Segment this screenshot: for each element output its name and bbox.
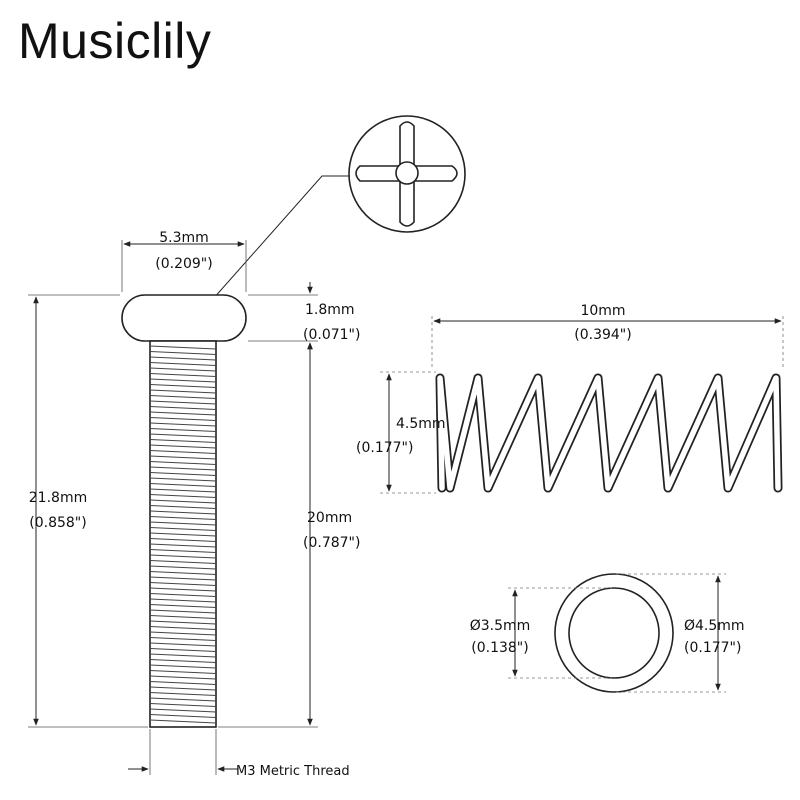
thread-line <box>149 538 217 542</box>
thread-line <box>149 400 217 405</box>
thread-line <box>149 488 217 493</box>
thread-line <box>149 532 217 537</box>
thread-line <box>149 615 217 619</box>
thread-line <box>149 444 217 449</box>
thread-line <box>149 708 217 713</box>
thread-line <box>149 576 217 581</box>
thread-line <box>149 494 217 498</box>
thread-line <box>149 664 217 669</box>
thread-line <box>149 351 217 355</box>
thread-label: M3 Metric Thread <box>236 764 350 779</box>
thread-line <box>149 417 217 421</box>
ring-outer-in: (0.177") <box>684 640 741 656</box>
thread-line <box>149 692 217 696</box>
thread-line <box>149 626 217 630</box>
ring-inner-mm: Ø3.5mm <box>470 618 531 634</box>
thread-line <box>149 461 217 465</box>
spring-length-in: (0.394") <box>574 327 631 343</box>
thread-line <box>149 384 217 388</box>
thread-line <box>149 675 217 680</box>
thread-line <box>149 697 217 702</box>
thread-line <box>149 527 217 531</box>
spring-coil-fill <box>437 375 781 491</box>
screw-drawing <box>121 294 247 728</box>
thread-line <box>149 571 217 575</box>
thread-line <box>149 411 217 416</box>
thread-line <box>149 406 217 410</box>
thread-line <box>149 554 217 559</box>
thread-line <box>149 499 217 504</box>
thread-line <box>149 593 217 597</box>
thread-line <box>149 450 217 454</box>
thread-line <box>149 659 217 663</box>
spring-dia-mm: 4.5mm <box>396 416 446 432</box>
ring-outer-mm: Ø4.5mm <box>684 618 745 634</box>
thread-line <box>149 356 217 361</box>
thread-line <box>149 516 217 520</box>
thread-line <box>149 345 217 350</box>
thread-length-mm: 20mm <box>307 510 352 526</box>
thread-line <box>149 362 217 366</box>
thread-line <box>149 719 217 724</box>
ring-drawing <box>554 573 674 693</box>
thread-line <box>149 510 217 515</box>
thread-line <box>149 439 217 443</box>
total-length-in: (0.858") <box>29 515 86 531</box>
thread-line <box>149 631 217 636</box>
thread-line <box>149 587 217 592</box>
thread-line <box>149 560 217 564</box>
thread-line <box>149 428 217 432</box>
ring-inner-in: (0.138") <box>471 640 528 656</box>
thread-line <box>149 714 217 718</box>
thread-line <box>149 472 217 476</box>
thread-line <box>149 543 217 548</box>
thread-line <box>149 637 217 641</box>
thread-line <box>149 373 217 377</box>
head-height-mm: 1.8mm <box>305 302 355 318</box>
screw-head <box>121 294 247 342</box>
head-height-in: (0.071") <box>303 327 360 343</box>
brand-logo: Musiclily <box>18 13 212 69</box>
thread-line <box>149 565 217 570</box>
thread-line <box>149 422 217 427</box>
thread-length-in: (0.787") <box>303 535 360 551</box>
head-width-in: (0.209") <box>155 256 212 272</box>
thread-line <box>149 477 217 482</box>
thread-line <box>149 395 217 399</box>
thread-line <box>149 703 217 707</box>
thread-line <box>149 521 217 526</box>
thread-line <box>149 653 217 658</box>
thread-line <box>149 598 217 603</box>
ring-inner-circle <box>568 587 660 679</box>
thread-line <box>149 455 217 460</box>
screw-threads <box>149 345 217 724</box>
thread-line <box>149 582 217 586</box>
phillips-head-detail <box>348 115 466 233</box>
thread-line <box>149 642 217 647</box>
thread-line <box>149 609 217 614</box>
thread-line <box>149 604 217 608</box>
spring-drawing <box>435 373 783 493</box>
spring-length-mm: 10mm <box>580 303 625 319</box>
spring-dia-in: (0.177") <box>356 440 413 456</box>
detail-leader-line <box>204 175 350 309</box>
thread-line <box>149 648 217 652</box>
thread-line <box>149 483 217 487</box>
thread-line <box>149 681 217 685</box>
thread-line <box>149 620 217 625</box>
thread-line <box>149 670 217 674</box>
thread-line <box>149 389 217 394</box>
thread-line <box>149 378 217 383</box>
total-length-mm: 21.8mm <box>29 490 87 506</box>
thread-line <box>149 433 217 438</box>
head-width-mm: 5.3mm <box>159 230 209 246</box>
phillips-center <box>395 161 419 185</box>
thread-line <box>149 549 217 553</box>
thread-line <box>149 367 217 372</box>
thread-line <box>149 505 217 509</box>
thread-line <box>149 466 217 471</box>
thread-line <box>149 686 217 691</box>
